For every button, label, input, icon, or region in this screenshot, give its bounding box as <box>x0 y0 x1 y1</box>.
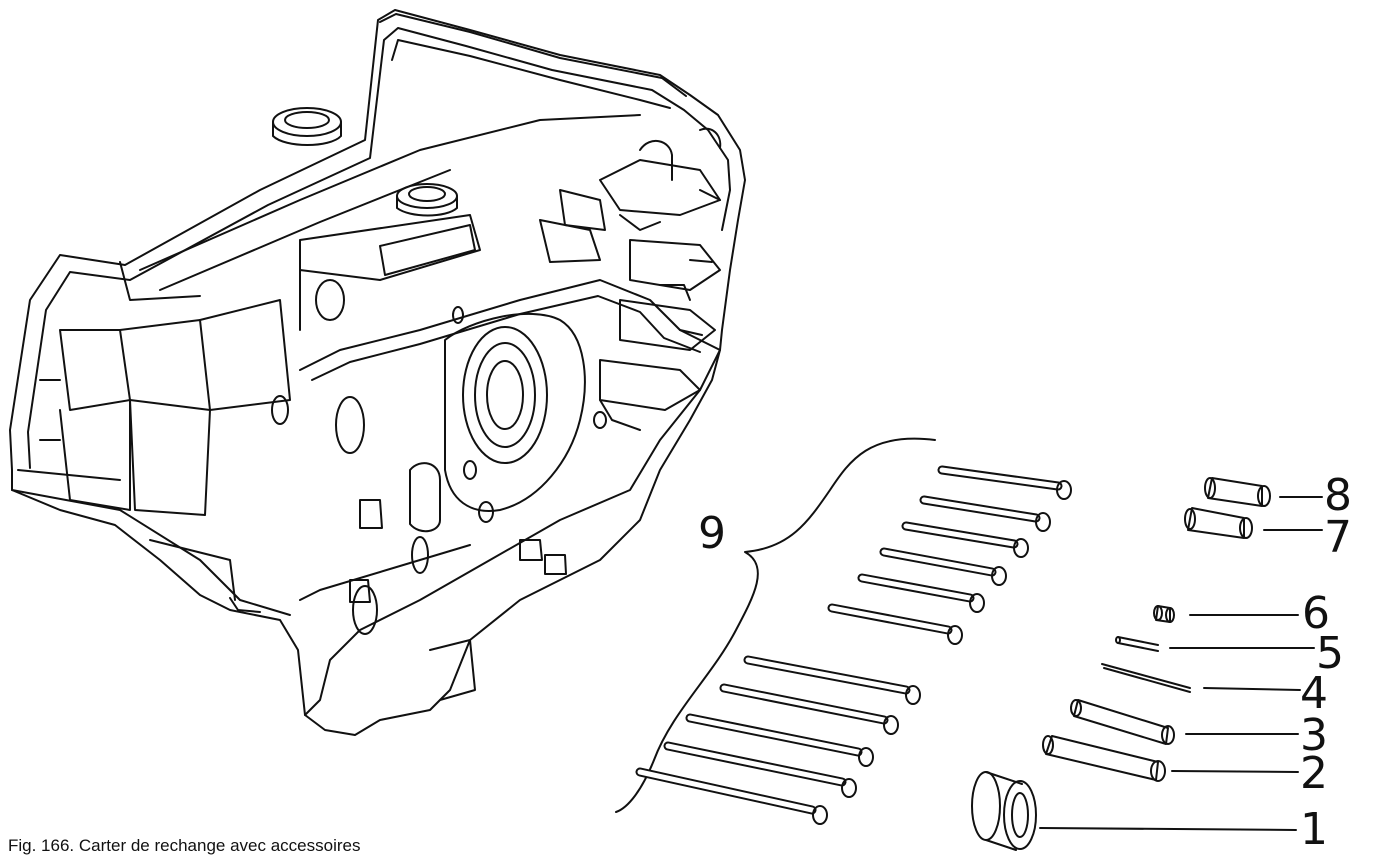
callout-5: 5 <box>1316 628 1344 679</box>
screw-8 <box>719 683 899 735</box>
screw-4 <box>879 547 1007 586</box>
screw-11 <box>635 767 828 825</box>
screw-group <box>615 437 1072 825</box>
screw-5 <box>857 573 985 613</box>
callout-2: 2 <box>1300 748 1328 799</box>
part-8-dowel <box>1204 477 1323 507</box>
part-6-pin <box>1153 605 1299 623</box>
screw-1 <box>937 465 1072 500</box>
screw-3 <box>901 521 1029 558</box>
crankcase-housing <box>9 9 746 736</box>
callout-7: 7 <box>1324 512 1352 563</box>
screw-10 <box>663 741 857 798</box>
callout-3: 3 <box>1300 710 1328 761</box>
figure-caption: Fig. 166. Carter de rechange avec access… <box>8 836 361 855</box>
callout-6: 6 <box>1302 588 1330 639</box>
part-1-bushing <box>971 771 1297 851</box>
part-5-pin <box>1115 636 1315 652</box>
screw-group-brace <box>615 437 936 813</box>
callout-1: 1 <box>1300 804 1328 855</box>
callout-4: 4 <box>1300 668 1328 719</box>
screw-7 <box>743 655 921 705</box>
screw-6 <box>827 603 963 645</box>
part-4-rod <box>1101 663 1301 693</box>
part-3-sleeve <box>1070 699 1299 745</box>
callout-9: 9 <box>698 508 726 559</box>
callout-8: 8 <box>1324 470 1352 521</box>
part-2-sleeve <box>1042 735 1299 782</box>
screw-2 <box>919 495 1051 532</box>
screw-9 <box>685 713 874 767</box>
part-7-dowel <box>1184 507 1323 539</box>
